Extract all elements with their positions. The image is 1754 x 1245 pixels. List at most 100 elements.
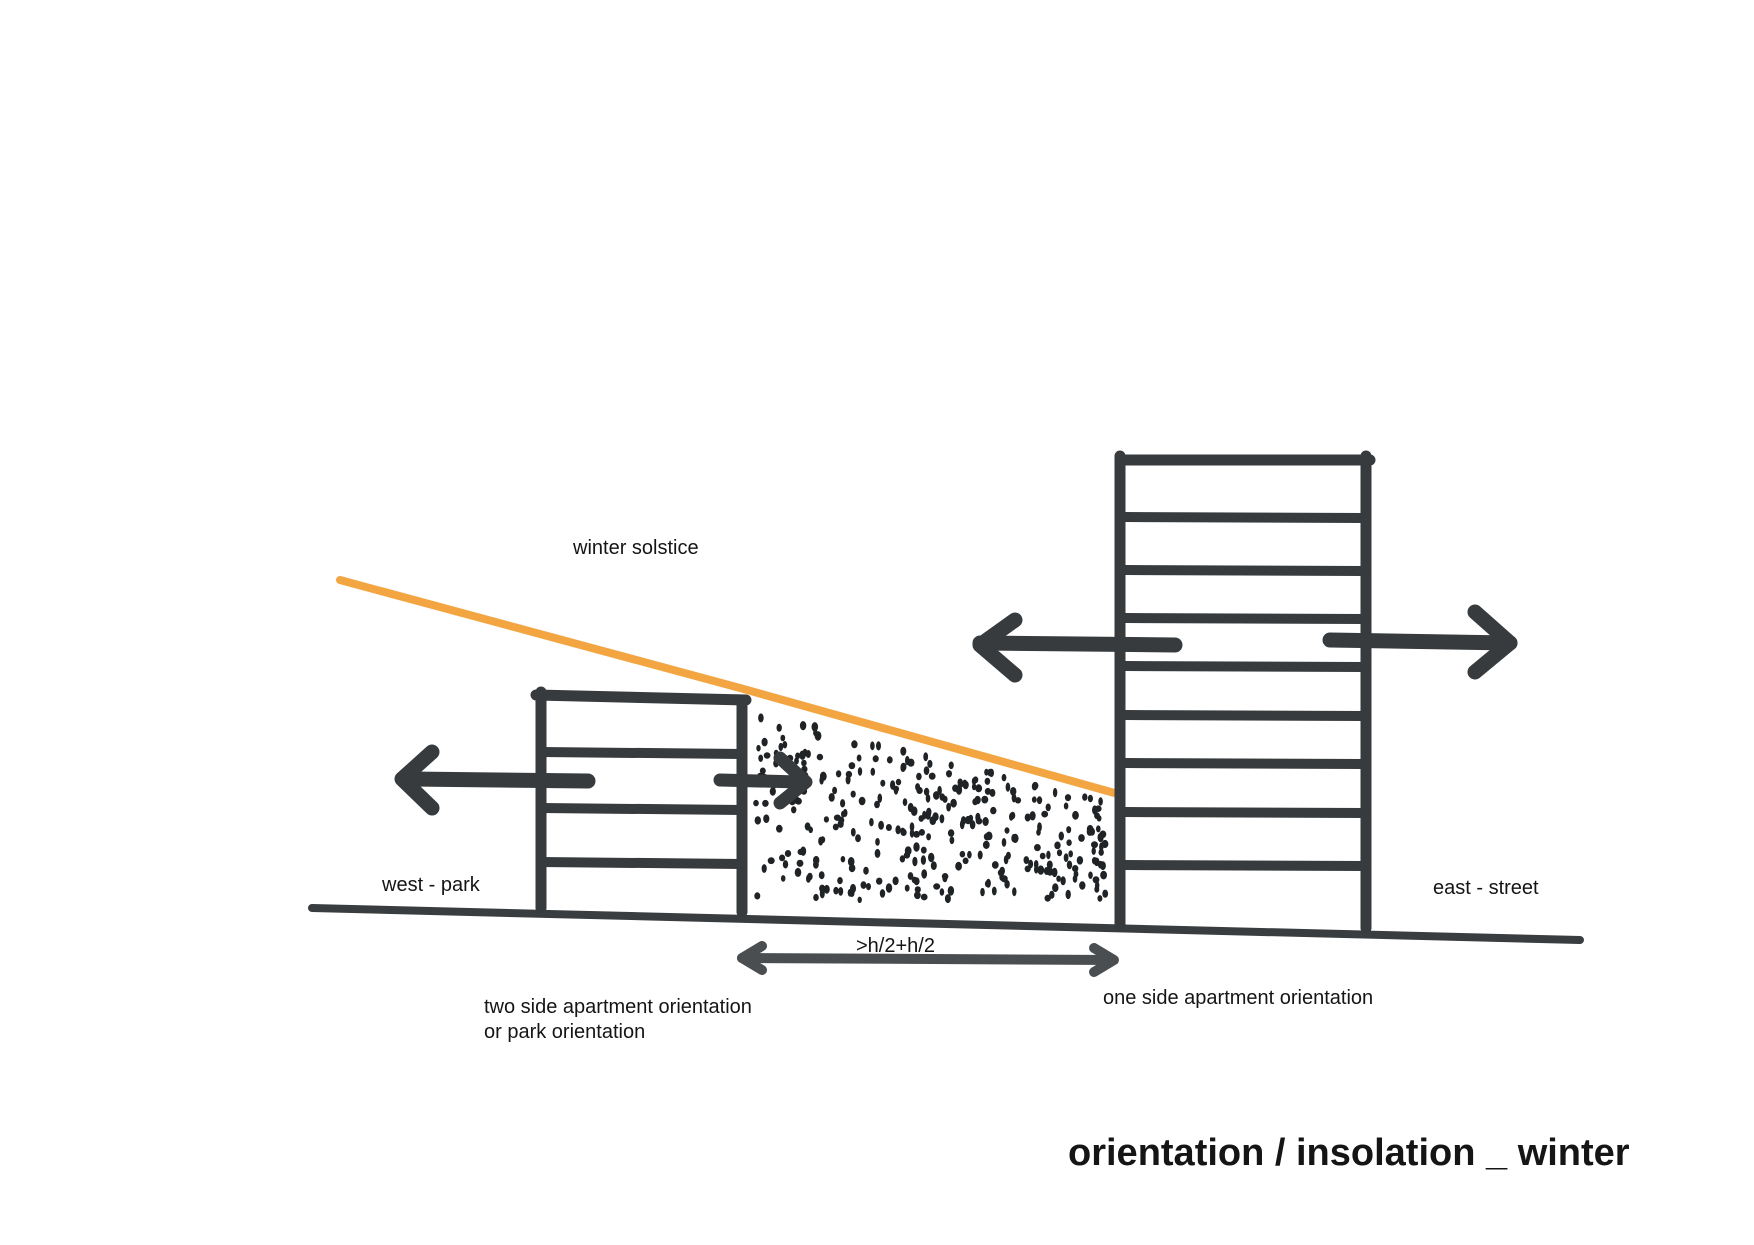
stipple-dot [1003,855,1009,865]
stipple-dot [1031,796,1037,803]
stipple-dot [930,861,937,870]
stipple-dot [907,872,914,880]
stipple-dot [1073,870,1079,878]
stipple-dot [879,889,886,898]
stipple-dot [1010,787,1017,796]
stipple-dot [910,806,918,816]
stipple-dot [923,752,929,762]
stipple-dot [923,766,930,775]
stipple-dot [866,883,871,891]
stipple-dot [800,846,807,856]
stipple-dot [885,883,893,893]
right-building [1114,450,1376,934]
stipple-dot [837,877,843,885]
stipple-dot [876,741,881,751]
stipple-dot [909,822,915,832]
stipple-dot [818,871,825,880]
stipple-dot [977,850,983,860]
courtyard-arrow [713,751,813,810]
stipple-dot [1063,853,1069,862]
stipple-dot [863,866,869,875]
stipple-dot [857,896,862,903]
west-arrow [394,744,596,816]
stipple-dot [869,818,874,827]
stipple-dot [848,890,855,897]
stipple-dot [955,861,962,871]
stipple-dot [944,894,951,904]
stipple-dot [984,787,992,795]
stipple-dot [1005,782,1011,792]
stipple-dot [1052,883,1059,893]
stipple-dot [1082,793,1088,801]
stipple-dot [763,752,771,759]
stipple-dot [1004,827,1010,834]
stipple-dot [784,850,792,857]
stipple-dot [1001,838,1007,847]
east-street-label: east - street [1433,877,1539,899]
stipple-dot [928,772,936,780]
stipple-dot [1052,787,1058,798]
stipple-dot [874,848,881,858]
stipple-dot [763,814,770,823]
stipple-dot [780,734,786,742]
stipple-dot [913,830,920,838]
stipple-dot [816,753,824,761]
stipple-dot [946,802,951,812]
stipple-dot [776,723,782,732]
stipple-dot [832,823,839,831]
stipple-dot [899,855,906,863]
stipple-dot [1058,831,1065,841]
stipple-dot [912,856,918,867]
stipple-dot [1045,803,1051,812]
stipple-dot [980,887,985,897]
stipple-dot [1095,881,1100,890]
stipple-dot [1097,895,1103,902]
stipple-dot [823,816,830,823]
stipple-dot [780,875,786,882]
stipple-dot [939,814,945,824]
stipple-dot [1046,850,1051,860]
stipple-dot [1066,826,1072,834]
stipple-dot [847,857,855,867]
stipple-dot [957,778,963,786]
stipple-dot [885,824,892,831]
stipple-dot [806,874,811,883]
stipple-dot [947,886,955,896]
stipple-dot [870,741,875,751]
stipple-dot [841,810,846,818]
winter-solstice-label: winter solstice [572,537,699,559]
stipple-dot [1066,839,1072,846]
stipple-dot [756,744,761,752]
stipple-dot [902,798,908,806]
stipple-dot [895,778,902,786]
stipple-dot [851,740,858,749]
stipple-dot [1054,841,1061,850]
stipple-dot [758,754,764,762]
stipple-dot [1029,811,1036,821]
stipple-dot [968,814,974,822]
stipple-dot [1034,844,1041,852]
stipple-dot [840,799,846,808]
stipple-dot [832,786,838,795]
stipple-dot [927,759,933,768]
stipple-dot [799,721,807,731]
stipple-dot [858,796,866,806]
stipple-dot [989,788,996,797]
stipple-dot [857,767,863,776]
stipple-dot [1060,876,1066,886]
stipple-dot [923,787,930,796]
stipple-dot [1044,894,1051,902]
stipple-dot [1086,827,1093,836]
stipple-dot [982,817,989,826]
stipple-dot [939,793,946,801]
stipple-dot [986,832,993,841]
stipple-dot [886,756,893,764]
stipple-dot [1091,847,1096,855]
stipple-dot [1100,870,1107,880]
stipple-dot [933,791,940,800]
stipple-dot [900,746,907,756]
stipple-dot [920,846,927,854]
stipple-dot [914,886,921,893]
stipple-dot [1041,810,1049,818]
